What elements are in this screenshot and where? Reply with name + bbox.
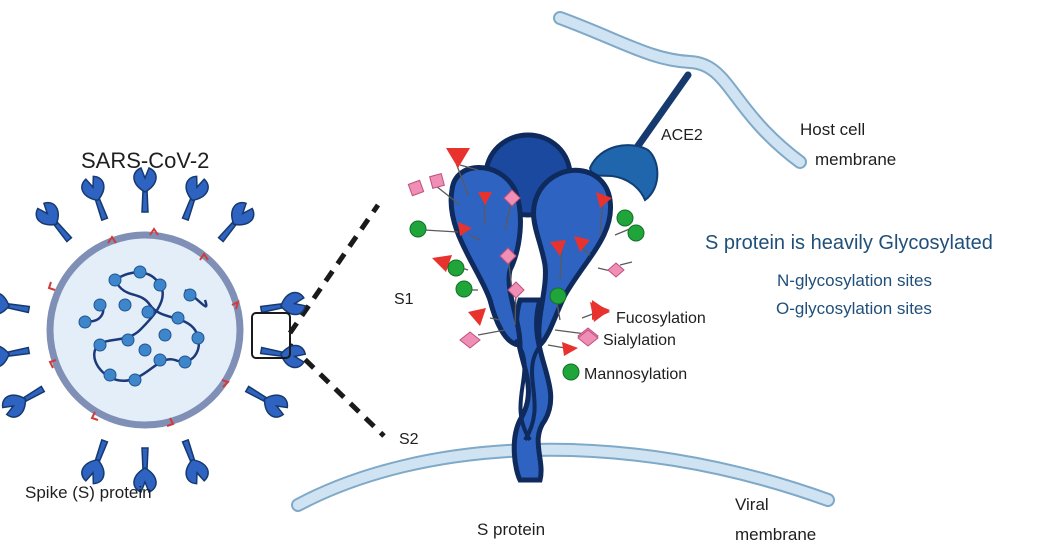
host-cell-membrane <box>553 11 807 169</box>
fucose-legend-icon <box>592 300 610 320</box>
virion-spikes <box>0 167 307 493</box>
o-glycosylation-label: O-glycosylation sites <box>776 299 932 318</box>
glycosylation-headline: S protein is heavily Glycosylated <box>705 232 993 254</box>
spike-protein-label: Spike (S) protein <box>25 483 152 502</box>
glycan-legend-symbols <box>562 300 610 381</box>
mannosylation-label: Mannosylation <box>584 366 687 383</box>
virion-nucleocapsid <box>78 265 205 387</box>
virus-title: SARS-CoV-2 <box>81 148 209 173</box>
host-membrane-label-1: Host cell <box>800 120 865 139</box>
sars-cov-2-virion <box>0 167 307 493</box>
sialic-legend-icon <box>577 329 599 347</box>
sialylation-label: Sialylation <box>603 332 676 349</box>
ace2-label: ACE2 <box>661 127 703 144</box>
zoom-box <box>251 312 291 359</box>
viral-membrane-label-1: Viral <box>735 495 769 514</box>
zoom-callout-lines <box>287 203 386 438</box>
ace2-receptor <box>588 71 692 202</box>
viral-membrane-label-2: membrane <box>735 525 816 544</box>
host-membrane-label-2: membrane <box>815 150 896 169</box>
fucosylation-label: Fucosylation <box>616 310 706 327</box>
s-protein-label: S protein <box>477 520 545 539</box>
spike-protein-trimer <box>448 132 614 483</box>
n-glycosylation-label: N-glycosylation sites <box>777 271 932 290</box>
mannose-legend-icon <box>562 363 580 381</box>
s1-label: S1 <box>394 291 414 308</box>
s2-label: S2 <box>399 431 419 448</box>
